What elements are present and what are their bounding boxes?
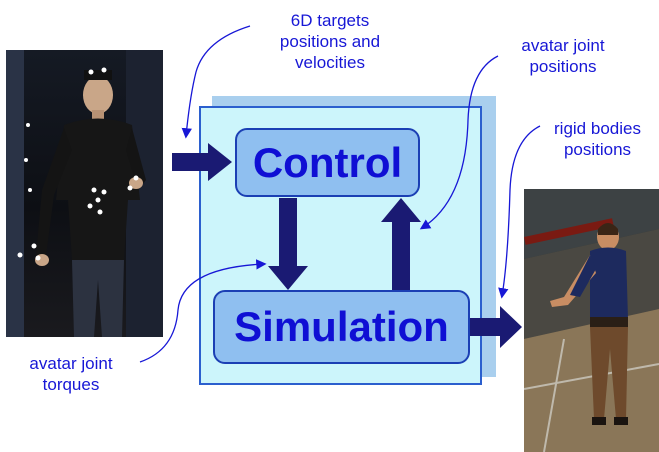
avatar-simulation-render [524,189,659,452]
input-arrow [172,143,232,181]
control-block: Control [235,128,420,197]
targets-label: 6D targets positions and velocities [279,11,381,72]
mocap-person-photo [6,50,163,337]
rigid-bodies-positions-label: rigid bodies positions [554,119,641,159]
joint-torques-leader [139,259,267,363]
avatar-joint-positions-label: avatar joint positions [521,36,605,76]
targets-leader [181,25,251,139]
avatar-joint-torques-label: avatar joint torques [29,354,113,394]
control-to-simulation-arrow [268,198,308,290]
output-arrow [470,306,522,348]
simulation-to-control-arrow [381,198,421,290]
simulation-block: Simulation [213,290,470,364]
rigid-bodies-leader [498,125,541,299]
joint-positions-leader [419,55,499,230]
